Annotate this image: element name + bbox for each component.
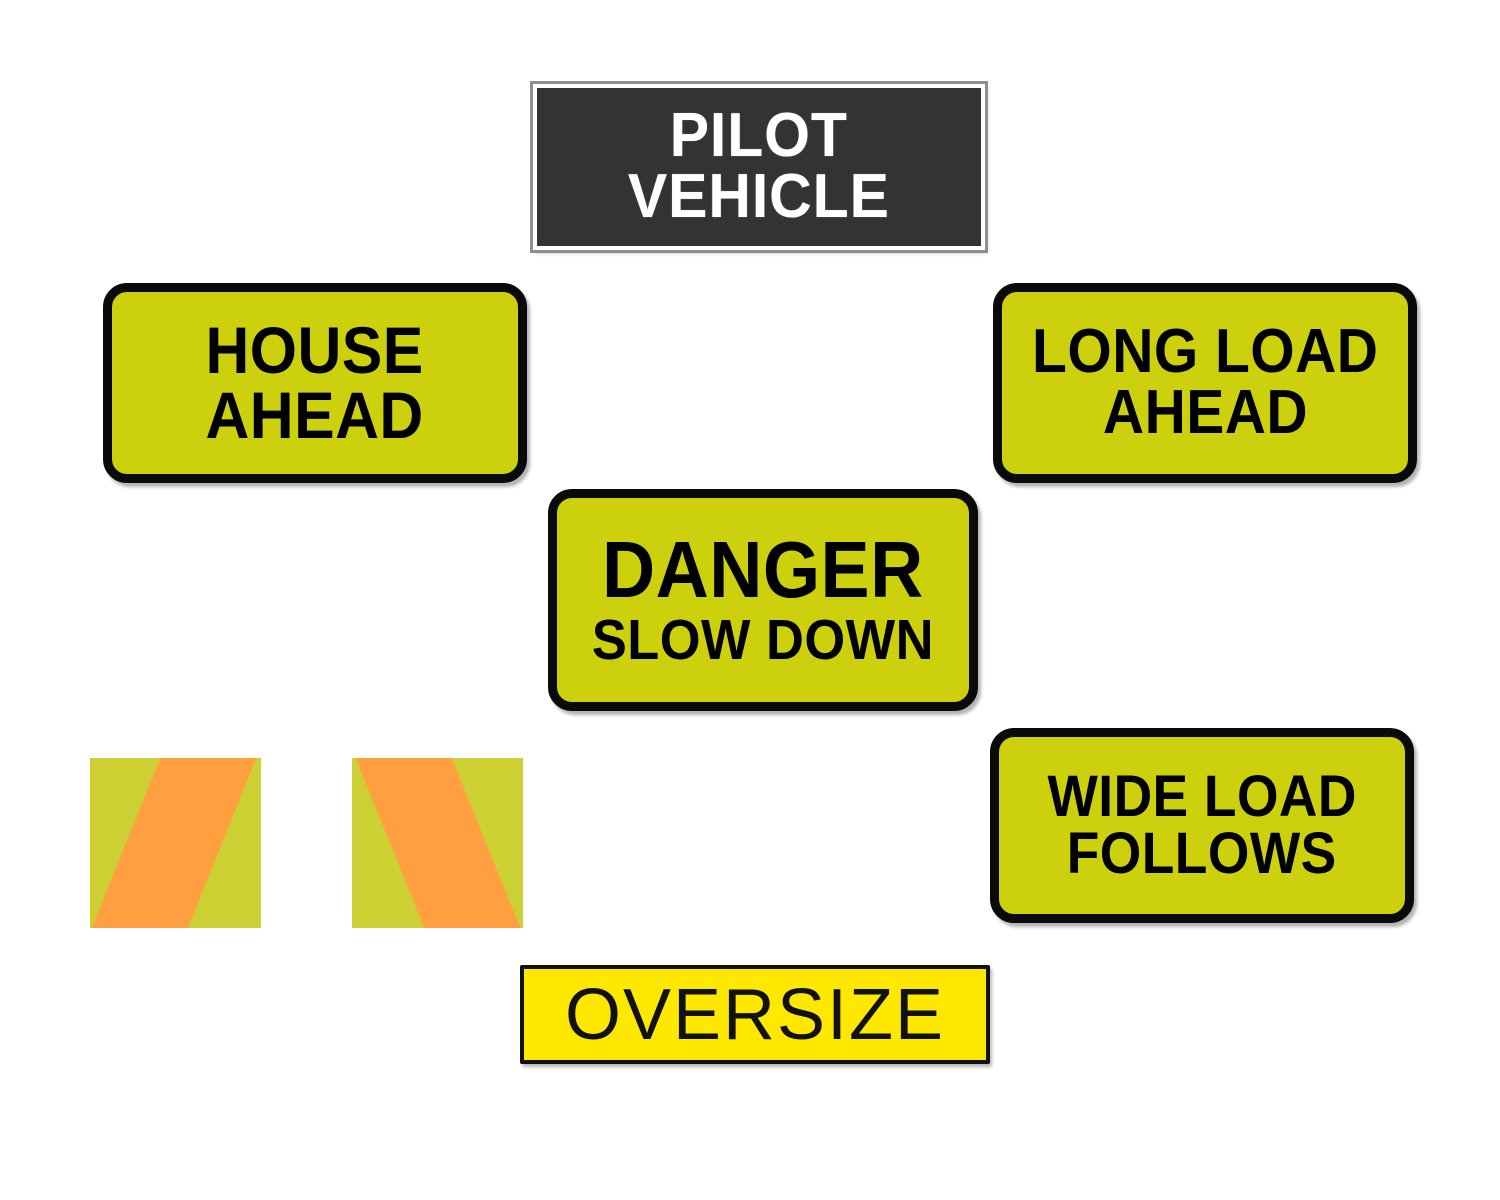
house-ahead-sign[interactable]: HOUSE AHEAD [103,283,527,483]
diagonal-stripe-icon [90,758,261,928]
long-load-ahead-line-2: AHEAD [1102,378,1308,447]
pilot-vehicle-sign[interactable]: PILOT VEHICLE [530,81,988,253]
house-ahead-line-1: HOUSE [205,313,425,388]
wide-load-follows-line-2: FOLLOWS [1067,820,1337,886]
wide-load-follows-line-1: WIDE LOAD [1047,763,1357,829]
danger-slow-down-sign[interactable]: DANGER SLOW DOWN [548,489,978,711]
pilot-vehicle-line-2: VEHICLE [628,162,890,231]
pilot-vehicle-line-1: PILOT [669,101,849,171]
long-load-ahead-line-1: LONG LOAD [1031,317,1379,387]
long-load-ahead-sign[interactable]: LONG LOAD AHEAD [993,283,1417,483]
danger-slow-down-line-2: SLOW DOWN [591,608,935,673]
oversize-sign[interactable]: OVERSIZE [520,965,990,1064]
hazard-panel-right[interactable] [352,758,523,928]
danger-slow-down-line-1: DANGER [602,524,924,614]
wide-load-follows-sign[interactable]: WIDE LOAD FOLLOWS [990,728,1414,923]
diagonal-stripe-icon [352,758,523,928]
oversize-label: OVERSIZE [564,974,946,1055]
hazard-panel-left[interactable] [90,758,261,928]
house-ahead-line-2: AHEAD [205,378,425,452]
